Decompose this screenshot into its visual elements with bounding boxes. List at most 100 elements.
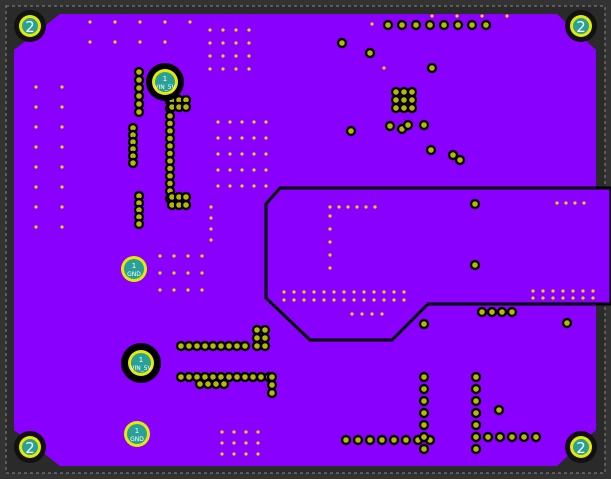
via-dot — [505, 14, 509, 18]
through-hole-pad — [251, 332, 263, 344]
via-dot — [232, 441, 236, 445]
via-dot — [216, 152, 220, 156]
via-dot — [581, 296, 585, 300]
mount-hole-bottom-left[interactable]: 2 — [14, 431, 46, 463]
via-dot — [352, 298, 356, 302]
via-dot — [372, 290, 376, 294]
via-dot — [252, 152, 256, 156]
via-dot — [216, 184, 220, 188]
through-hole-pad — [496, 306, 508, 318]
via-dot — [209, 227, 213, 231]
through-hole-pad — [218, 378, 230, 390]
through-hole-pad — [470, 371, 482, 383]
via-dot — [328, 227, 332, 231]
via-dot — [541, 296, 545, 300]
via-dot — [350, 312, 354, 316]
mount-hole-top-left[interactable]: 2 — [14, 10, 46, 42]
via-dot — [244, 430, 248, 434]
through-hole-pad — [180, 199, 192, 211]
via-dot — [216, 136, 220, 140]
test-point-vin-mid[interactable]: 1 VIN_5V — [121, 343, 161, 383]
copper-cutout-outline — [264, 186, 611, 342]
via-dot — [551, 296, 555, 300]
via-dot — [138, 20, 142, 24]
via-dot — [322, 290, 326, 294]
via-dot — [370, 312, 374, 316]
via-dot — [60, 165, 64, 169]
through-hole-pad — [418, 407, 430, 419]
via-dot — [34, 105, 38, 109]
via-dot — [232, 452, 236, 456]
via-dot — [158, 271, 162, 275]
via-dot — [332, 290, 336, 294]
through-hole-pad — [364, 47, 376, 59]
via-dot — [342, 290, 346, 294]
through-hole-pad — [470, 395, 482, 407]
via-dot — [256, 430, 260, 434]
via-dot — [531, 296, 535, 300]
through-hole-pad — [340, 434, 352, 446]
test-point-vin-top[interactable]: 1 VIN_5V — [146, 63, 184, 101]
through-hole-pad — [424, 19, 436, 31]
through-hole-pad — [390, 102, 402, 114]
via-dot — [221, 67, 225, 71]
through-hole-pad-field — [127, 19, 573, 455]
via-dot — [240, 184, 244, 188]
through-hole-pad — [418, 383, 430, 395]
via-dot — [221, 54, 225, 58]
via-dot — [571, 289, 575, 293]
via-dot — [256, 452, 260, 456]
through-hole-pad — [388, 434, 400, 446]
via-dot — [220, 441, 224, 445]
via-dot — [172, 288, 176, 292]
via-dot — [564, 201, 568, 205]
via-dot — [234, 67, 238, 71]
test-point-number: 1 — [139, 356, 143, 364]
via-dot — [240, 168, 244, 172]
through-hole-pad — [410, 19, 422, 31]
via-dot — [34, 225, 38, 229]
via-dot — [282, 290, 286, 294]
via-dot — [256, 441, 260, 445]
via-dot — [113, 20, 117, 24]
through-hole-pad — [426, 62, 438, 74]
via-dot — [200, 271, 204, 275]
through-hole-pad — [418, 443, 430, 455]
via-dot — [328, 266, 332, 270]
via-dot — [234, 41, 238, 45]
through-hole-pad — [518, 431, 530, 443]
via-dot — [244, 452, 248, 456]
mount-hole-bottom-right[interactable]: 2 — [565, 431, 597, 463]
via-dot — [402, 290, 406, 294]
through-hole-pad — [180, 101, 192, 113]
through-hole-pad — [418, 431, 430, 443]
through-hole-pad — [530, 431, 542, 443]
through-hole-pad — [382, 19, 394, 31]
via-dot — [188, 20, 192, 24]
via-dot — [430, 14, 434, 18]
through-hole-pad — [336, 37, 348, 49]
through-hole-pad — [239, 340, 251, 352]
through-hole-pad — [266, 387, 278, 399]
through-hole-pad — [486, 306, 498, 318]
test-point-net: VIN_5V — [130, 365, 152, 372]
test-point-gnd-bottom[interactable]: 1 GND — [124, 421, 150, 447]
via-dot — [591, 296, 595, 300]
through-hole-pad — [418, 318, 430, 330]
via-dot — [209, 205, 213, 209]
through-hole-pad — [259, 332, 271, 344]
through-hole-pad — [352, 434, 364, 446]
mount-hole-top-right[interactable]: 2 — [565, 10, 597, 42]
test-point-net: GND — [130, 436, 144, 443]
via-dot — [172, 254, 176, 258]
test-point-gnd-mid[interactable]: 1 GND — [121, 256, 147, 282]
through-hole-pad — [259, 324, 271, 336]
via-dot — [240, 120, 244, 124]
through-hole-pad — [418, 419, 430, 431]
via-dot — [328, 205, 332, 209]
via-dot — [221, 41, 225, 45]
test-point-number: 1 — [163, 75, 167, 83]
via-dot — [244, 441, 248, 445]
via-dot — [60, 225, 64, 229]
